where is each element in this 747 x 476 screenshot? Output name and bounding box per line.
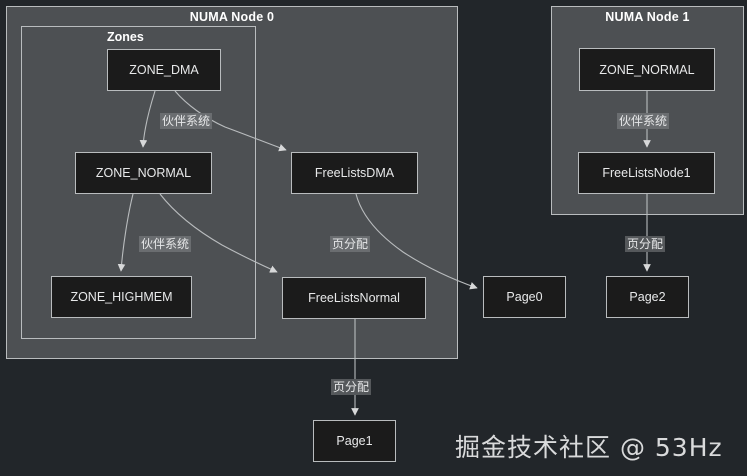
node-page1[interactable]: Page1 — [313, 420, 396, 462]
node-freelists-dma[interactable]: FreeListsDMA — [291, 152, 418, 194]
watermark-text: 掘金技术社区 @ 53Hz — [455, 433, 723, 462]
node-zone-normal-0[interactable]: ZONE_NORMAL — [75, 152, 212, 194]
node-freelists-node1[interactable]: FreeListsNode1 — [578, 152, 715, 194]
node-zone-highmem[interactable]: ZONE_HIGHMEM — [51, 276, 192, 318]
node-freelists-normal[interactable]: FreeListsNormal — [282, 277, 426, 319]
node-zone-dma[interactable]: ZONE_DMA — [107, 49, 221, 91]
edge-label-page-alloc-normal: 页分配 — [331, 379, 372, 395]
cluster-title-zones: Zones — [107, 30, 144, 44]
edge-label-page-alloc-node1: 页分配 — [625, 236, 666, 252]
edge-label-buddy-system-dma: 伙伴系统 — [160, 113, 213, 129]
edge-label-buddy-system-node1: 伙伴系统 — [617, 113, 670, 129]
node-page2[interactable]: Page2 — [606, 276, 689, 318]
cluster-title-numa-node-0: NUMA Node 0 — [189, 10, 275, 24]
node-page0[interactable]: Page0 — [483, 276, 566, 318]
node-zone-normal-1[interactable]: ZONE_NORMAL — [579, 48, 715, 91]
cluster-title-numa-node-1: NUMA Node 1 — [605, 10, 690, 24]
edge-label-page-alloc-dma: 页分配 — [330, 236, 371, 252]
edge-label-buddy-system-normal: 伙伴系统 — [139, 236, 192, 252]
